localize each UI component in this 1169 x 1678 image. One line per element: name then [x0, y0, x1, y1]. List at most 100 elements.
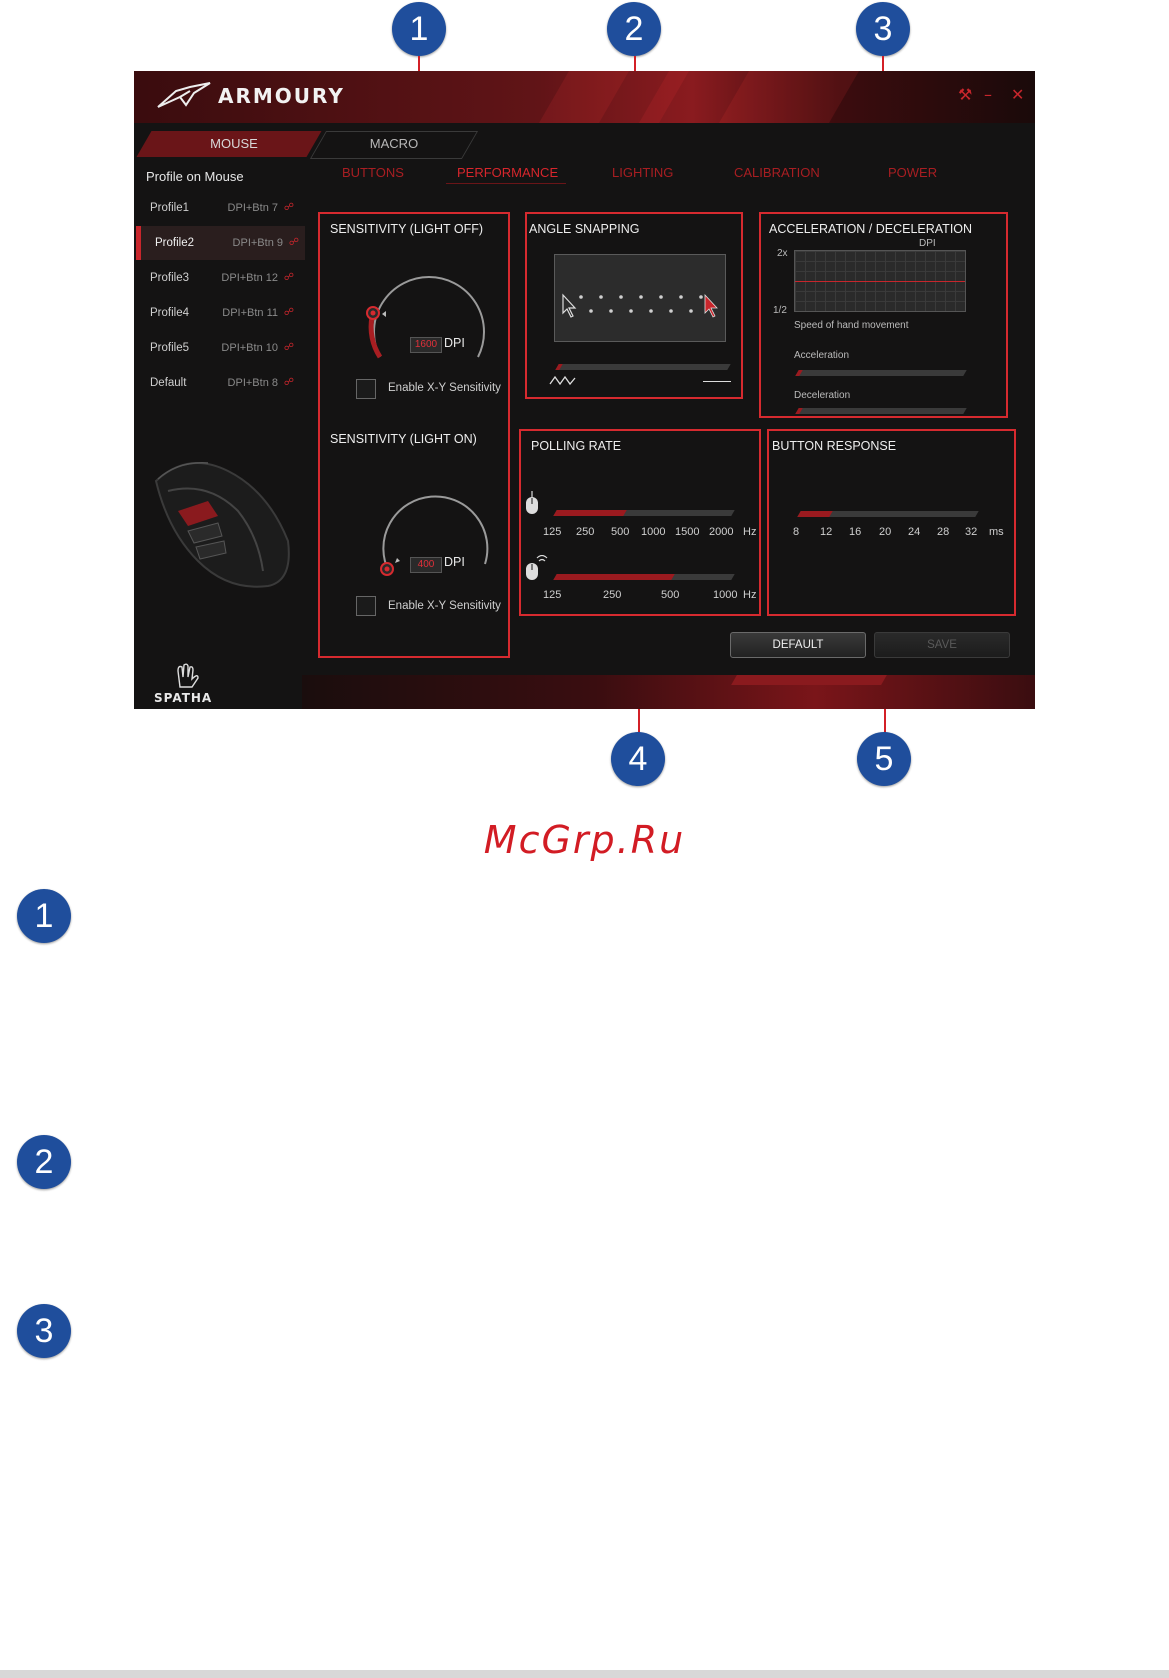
- dpi-unit-label: DPI: [444, 336, 465, 350]
- body-callout-2: 2: [17, 1135, 71, 1189]
- link-icon: ☍: [283, 342, 294, 353]
- graph-y-top-label: 2x: [777, 248, 788, 259]
- dpi-value-light-on[interactable]: 400: [410, 557, 442, 573]
- button-response-slider[interactable]: [797, 511, 979, 517]
- profile-binding: DPI+Btn 12: [221, 272, 278, 284]
- sensitivity-panel: SENSITIVITY (LIGHT OFF) 1600 DPI Enable …: [318, 212, 510, 658]
- straight-line-icon: [703, 381, 731, 382]
- wireless-unit-label: Hz: [743, 589, 757, 601]
- deceleration-slider[interactable]: [795, 408, 967, 414]
- profile-binding: DPI+Btn 8: [227, 377, 278, 389]
- dpi-dial-light-off[interactable]: [360, 262, 490, 372]
- response-tick-8: 8: [793, 526, 800, 538]
- tab-macro[interactable]: MACRO: [369, 136, 419, 151]
- xy-sensitivity-label: Enable X-Y Sensitivity: [388, 382, 501, 394]
- button-response-fill: [797, 511, 833, 517]
- profile-item-default[interactable]: Default DPI+Btn 8 ☍: [136, 366, 300, 400]
- minimize-icon[interactable]: –: [984, 85, 992, 104]
- subtab-performance[interactable]: PERFORMANCE: [457, 165, 559, 180]
- title-bar: ARMOURY ⚒ – ✕: [134, 71, 1035, 123]
- graph-x-label: DPI: [919, 238, 936, 249]
- subtab-underline: [446, 183, 566, 184]
- wireless-tick-250: 250: [603, 589, 622, 601]
- acceleration-panel: ACCELERATION / DECELERATION 2x DPI 1/2 S…: [759, 212, 1008, 418]
- deceleration-fill: [795, 408, 803, 414]
- subtab-buttons[interactable]: BUTTONS: [342, 165, 404, 180]
- profile-item-3[interactable]: Profile3 DPI+Btn 12 ☍: [136, 261, 300, 295]
- link-icon: ☍: [283, 377, 294, 388]
- xy-sensitivity-checkbox-light-on[interactable]: [356, 596, 376, 616]
- profile-name: Profile5: [150, 342, 189, 354]
- xy-sensitivity-checkbox-light-off[interactable]: [356, 379, 376, 399]
- subtab-power[interactable]: POWER: [888, 165, 938, 180]
- callout-1: 1: [392, 2, 446, 56]
- response-tick-20: 20: [879, 526, 892, 538]
- polling-rate-title: POLLING RATE: [531, 439, 622, 453]
- tab-mouse[interactable]: MOUSE: [210, 136, 258, 151]
- link-icon: ☍: [283, 307, 294, 318]
- wired-tick-125: 125: [543, 526, 562, 538]
- profile-item-2[interactable]: Profile2 DPI+Btn 9 ☍: [136, 226, 305, 260]
- rog-logo-icon: [157, 82, 211, 108]
- profile-item-5[interactable]: Profile5 DPI+Btn 10 ☍: [136, 331, 300, 365]
- acceleration-label: Acceleration: [794, 350, 850, 361]
- cursor-end-icon: [704, 293, 718, 318]
- profile-item-4[interactable]: Profile4 DPI+Btn 11 ☍: [136, 296, 300, 330]
- profile-item-1[interactable]: Profile1 DPI+Btn 7 ☍: [136, 191, 300, 225]
- angle-snapping-slider[interactable]: [555, 364, 731, 370]
- profile-name: Profile2: [155, 237, 194, 249]
- close-icon[interactable]: ✕: [1011, 85, 1025, 104]
- dpi-dial-light-on[interactable]: [375, 472, 495, 582]
- dpi-value-light-off[interactable]: 1600: [410, 337, 442, 353]
- response-tick-24: 24: [908, 526, 921, 538]
- profile-name: Default: [150, 377, 187, 389]
- wireless-tick-1000: 1000: [713, 589, 738, 601]
- wireless-polling-slider[interactable]: [553, 574, 735, 580]
- wired-polling-slider[interactable]: [553, 510, 735, 516]
- body-callout-1: 1: [17, 889, 71, 943]
- profile-name: Profile1: [150, 202, 189, 214]
- default-button[interactable]: DEFAULT: [730, 632, 866, 658]
- callout-3: 3: [856, 2, 910, 56]
- wired-tick-250: 250: [576, 526, 595, 538]
- dpi-unit-label: DPI: [444, 555, 465, 569]
- wireless-polling-fill: [553, 574, 675, 580]
- footer-band: [302, 675, 1035, 709]
- wrench-icon[interactable]: ⚒: [958, 85, 973, 104]
- angle-snapping-panel: ANGLE SNAPPING: [525, 212, 743, 399]
- sensitivity-light-on-title: SENSITIVITY (LIGHT ON): [330, 432, 477, 446]
- response-tick-28: 28: [937, 526, 950, 538]
- callout-2: 2: [607, 2, 661, 56]
- angle-snapping-title: ANGLE SNAPPING: [529, 222, 640, 236]
- response-unit-label: ms: [989, 526, 1004, 538]
- profile-binding: DPI+Btn 7: [227, 202, 278, 214]
- sensitivity-light-off-title: SENSITIVITY (LIGHT OFF): [330, 222, 484, 236]
- mouse-image: [154, 462, 290, 588]
- subtab-calibration[interactable]: CALIBRATION: [734, 165, 820, 180]
- graph-caption: Speed of hand movement: [794, 320, 909, 331]
- wireless-mouse-icon: [526, 555, 548, 580]
- save-button[interactable]: SAVE: [874, 632, 1010, 658]
- cursor-start-icon: [562, 293, 577, 318]
- polling-rate-panel: POLLING RATE 125 250 500 1000 1500 2000 …: [519, 429, 761, 616]
- angle-snapping-fill: [555, 364, 563, 370]
- subtab-lighting[interactable]: LIGHTING: [612, 165, 674, 180]
- acceleration-slider[interactable]: [795, 370, 967, 376]
- wired-tick-2000: 2000: [709, 526, 734, 538]
- profile-binding: DPI+Btn 10: [221, 342, 278, 354]
- wireless-tick-500: 500: [661, 589, 680, 601]
- button-response-panel: BUTTON RESPONSE 8 12 16 20 24 28 32 ms: [767, 429, 1016, 616]
- acceleration-fill: [795, 370, 803, 376]
- wireless-tick-125: 125: [543, 589, 562, 601]
- page-footer-bar: [0, 1670, 1169, 1678]
- callout-5: 5: [857, 732, 911, 786]
- angle-snapping-preview: [554, 254, 726, 342]
- device-name: SPATHA: [154, 691, 213, 705]
- graph-y-bottom-label: 1/2: [773, 305, 787, 316]
- wavy-line-icon: [549, 375, 576, 386]
- profile-binding: DPI+Btn 11: [222, 307, 278, 319]
- brand-title: ARMOURY: [218, 84, 345, 108]
- acceleration-graph: [794, 250, 966, 312]
- sidebar-title: Profile on Mouse: [146, 169, 244, 184]
- deceleration-label: Deceleration: [794, 390, 851, 401]
